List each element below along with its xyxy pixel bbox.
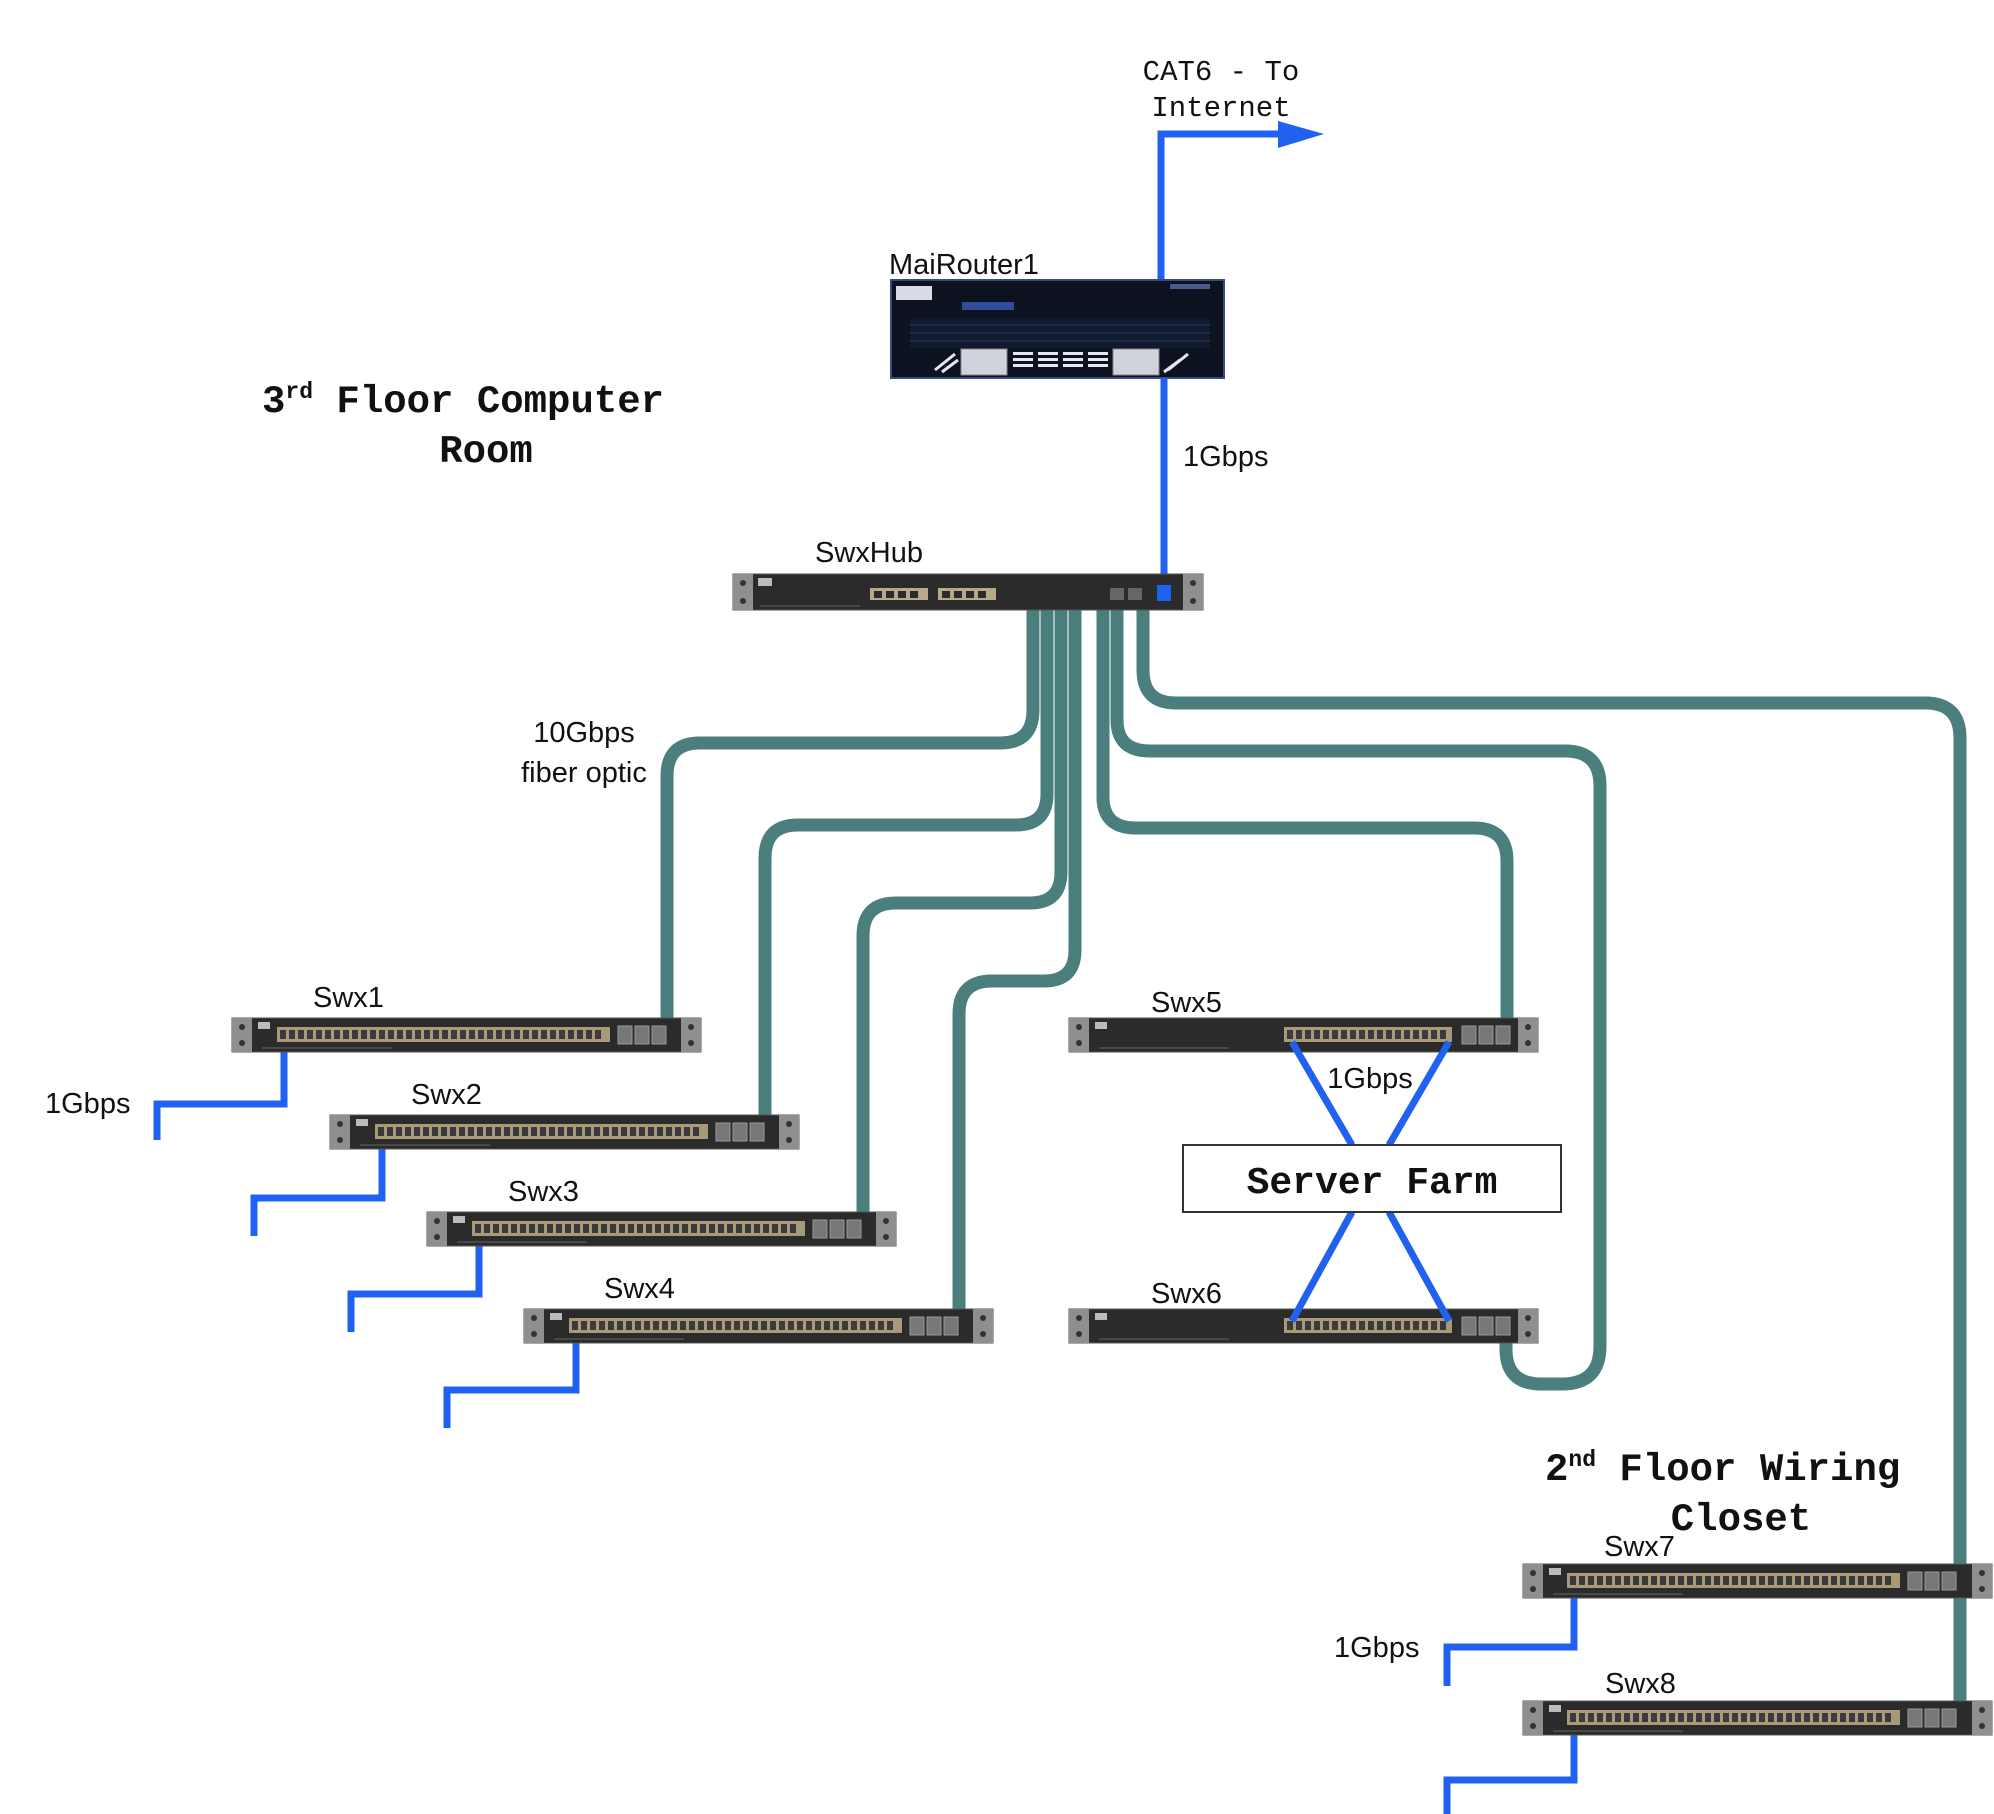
fiber-swx2: [758, 598, 1054, 1147]
copper-uplink-swx3: [347, 1240, 483, 1332]
switch-swx4[interactable]: Swx4: [523, 1273, 994, 1344]
switch-label: Swx6: [1151, 1278, 1222, 1310]
switch-swx2[interactable]: Swx2: [329, 1079, 800, 1150]
wiring-closet-heading: 2nd Floor Wiring Closet: [1545, 1447, 1900, 1542]
switch-label: Swx5: [1151, 987, 1222, 1019]
server-farm-box[interactable]: Server Farm: [1182, 1144, 1562, 1213]
switch-label: Swx8: [1605, 1668, 1676, 1700]
internet-label-line1: CAT6 - To: [1143, 56, 1300, 89]
switch-label: Swx7: [1604, 1531, 1675, 1563]
computer-room-heading: 3rd Floor Computer Room: [262, 379, 664, 474]
router-icon[interactable]: [890, 279, 1225, 379]
switch-icon: [523, 1308, 994, 1344]
internet-uplink: [1157, 121, 1324, 280]
switch-swx6[interactable]: Swx6: [1068, 1278, 1539, 1344]
switch-swx3[interactable]: Swx3: [426, 1176, 897, 1247]
svg-text:3rd Floor Computer: 3rd Floor Computer: [262, 379, 664, 424]
svg-text:2nd Floor Wiring: 2nd Floor Wiring: [1545, 1447, 1900, 1492]
switch-swx5[interactable]: Swx5: [1068, 987, 1539, 1053]
copper-uplink-swx7: [1443, 1592, 1578, 1686]
switch-swx8[interactable]: Swx8: [1522, 1668, 1993, 1736]
fiber-swx1: [660, 598, 1040, 1049]
switch-icon: [426, 1211, 897, 1247]
hub-switch-icon[interactable]: [732, 573, 1204, 611]
switch-icon: [231, 1017, 702, 1053]
switch-label: Swx4: [604, 1273, 675, 1305]
svg-text:Closet: Closet: [1671, 1498, 1811, 1542]
server-farm-links: [1288, 1040, 1453, 1323]
swx7-uplink-speed: 1Gbps: [1334, 1632, 1419, 1664]
switch-icon: [1522, 1563, 1993, 1599]
fiber-links: [660, 598, 1967, 1734]
copper-uplink-swx8: [1443, 1729, 1578, 1814]
fiber-swx6: [1110, 598, 1607, 1391]
fiber-speed-line1: 10Gbps: [533, 717, 635, 749]
switch-icon: [1068, 1308, 1539, 1344]
server-farm-link-speed: 1Gbps: [1327, 1063, 1412, 1095]
switch-icon: [1522, 1700, 1993, 1736]
server-farm-label: Server Farm: [1247, 1162, 1498, 1205]
fiber-swx3: [856, 598, 1068, 1243]
switch-label: Swx3: [508, 1176, 579, 1208]
fiber-closet: [1136, 598, 1967, 1734]
hub-label: SwxHub: [815, 537, 923, 569]
switch-icon: [329, 1114, 800, 1150]
switch-swx7[interactable]: Swx7: [1522, 1531, 1993, 1599]
router-label: MaiRouter1: [889, 249, 1039, 281]
copper-uplink-swx4: [443, 1337, 580, 1428]
copper-uplink-swx1: [153, 1046, 288, 1140]
switch-label: Swx1: [313, 982, 384, 1014]
svg-text:Room: Room: [439, 430, 533, 474]
swx1-uplink-speed: 1Gbps: [45, 1088, 130, 1120]
fiber-speed-line2: fiber optic: [521, 757, 647, 789]
switch-icon: [1068, 1017, 1539, 1053]
switch-label: Swx2: [411, 1079, 482, 1111]
fiber-swx4: [952, 598, 1082, 1339]
router-link-speed: 1Gbps: [1183, 441, 1268, 473]
copper-uplink-swx2: [250, 1143, 386, 1236]
fiber-swx5: [1096, 598, 1514, 1049]
switch-swx1[interactable]: Swx1: [231, 982, 702, 1053]
internet-label-line2: Internet: [1151, 92, 1290, 125]
